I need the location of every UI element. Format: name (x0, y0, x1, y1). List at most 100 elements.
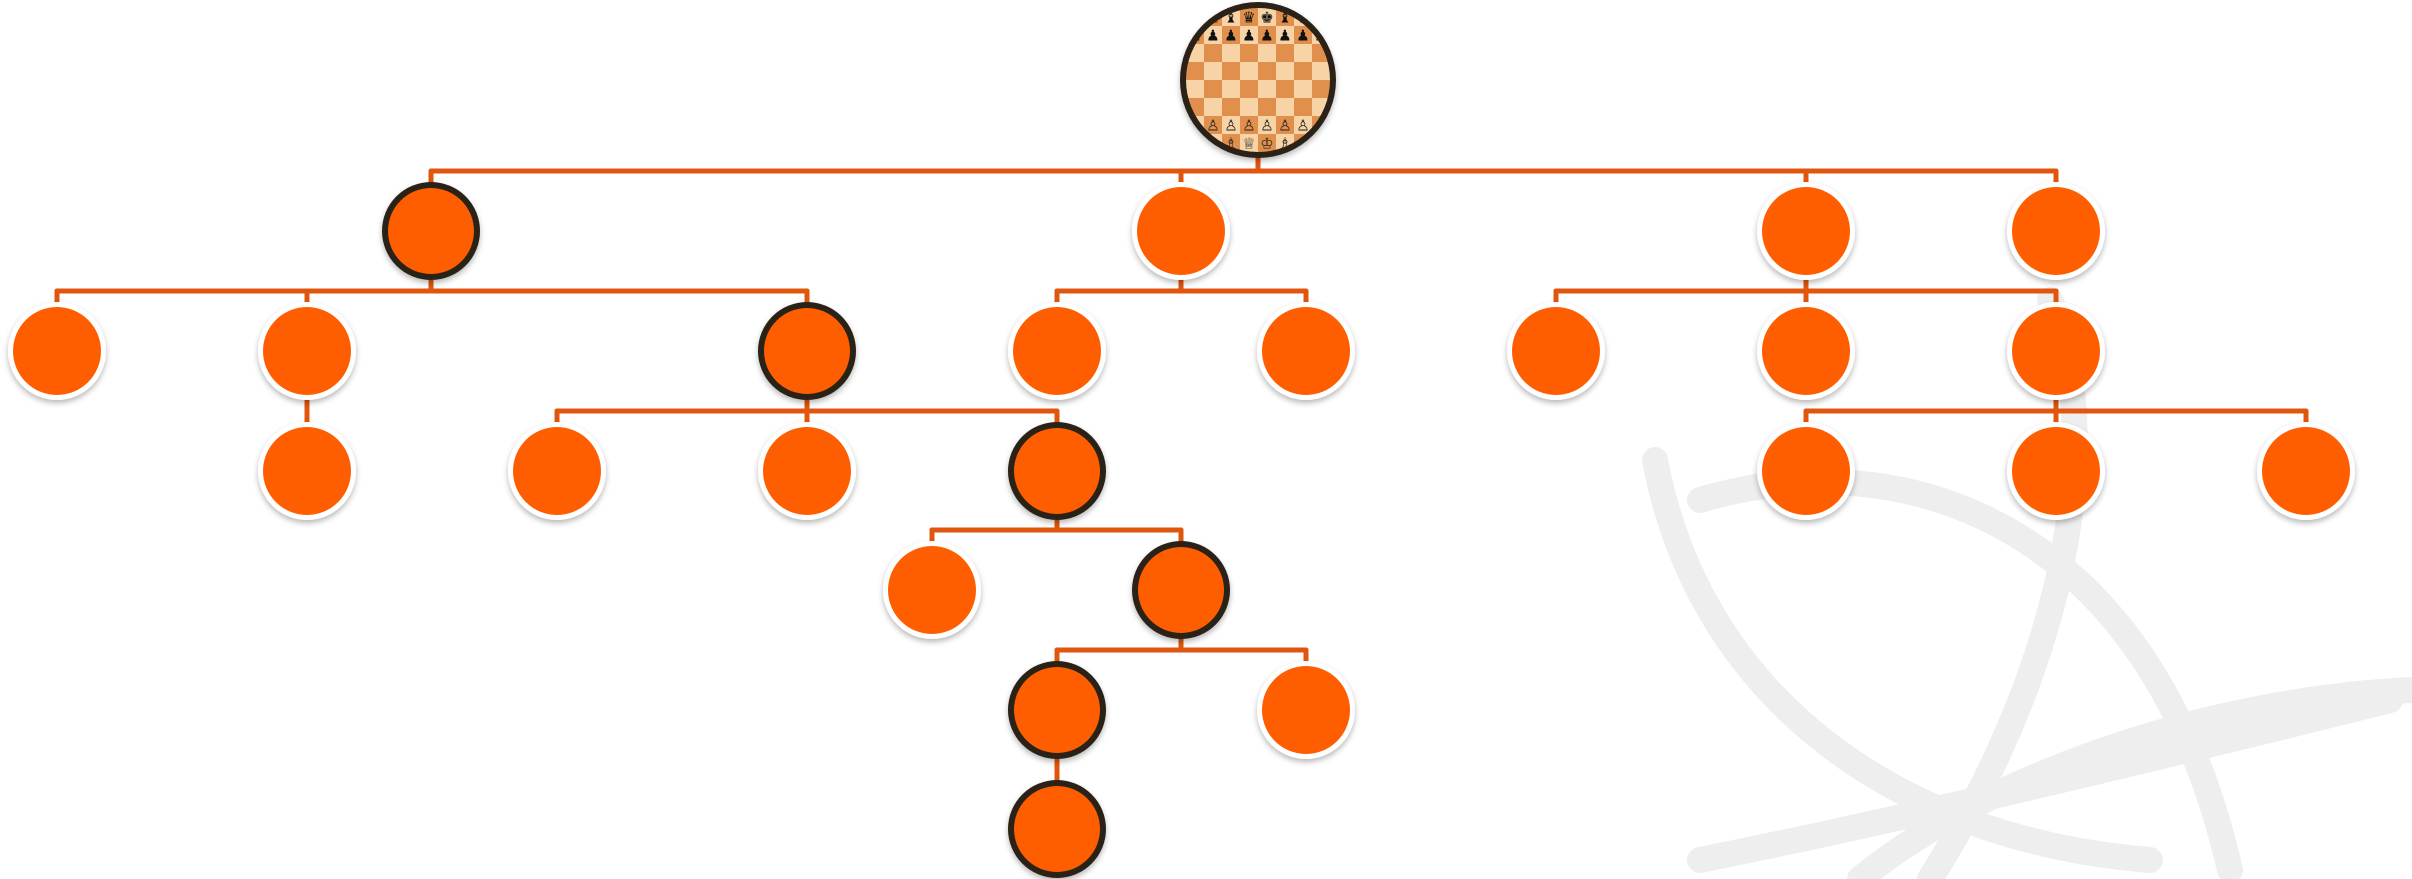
chess-piece-icon: ♟ (1224, 26, 1237, 44)
board-square (1240, 80, 1258, 98)
node-fill (513, 427, 601, 515)
board-square (1312, 134, 1330, 152)
board-square (1276, 26, 1294, 44)
tree-node (2007, 302, 2105, 400)
tree-nodes: ♜♟♙♖♞♟♙♘♝♟♙♗♛♟♙♕♚♟♙♔♝♟♙♗♞♟♙♘♜♟♙♖ (8, 2, 2355, 878)
tree-node (1757, 182, 1855, 280)
board-square (1240, 62, 1258, 80)
tree-node (2007, 422, 2105, 520)
chess-piece-icon: ♟ (1260, 26, 1273, 44)
board-square (1222, 98, 1240, 116)
chess-piece-icon: ♟ (1206, 26, 1219, 44)
board-square (1276, 80, 1294, 98)
chess-board-icon: ♜♟♙♖♞♟♙♘♝♟♙♗♛♟♙♕♚♟♙♔♝♟♙♗♞♟♙♘♜♟♙♖ (1186, 8, 1330, 152)
tree-node (1132, 182, 1230, 280)
chess-piece-icon: ♜ (1314, 8, 1327, 26)
board-square (1222, 62, 1240, 80)
tree-node (883, 541, 981, 639)
node-fill (13, 307, 101, 395)
node-fill (764, 308, 850, 394)
board-square (1258, 44, 1276, 62)
chess-piece-icon: ♙ (1296, 116, 1309, 134)
tree-node-highlighted (1008, 422, 1106, 520)
board-square (1276, 98, 1294, 116)
board-square (1186, 62, 1204, 80)
board-square (1240, 44, 1258, 62)
board-square (1240, 26, 1258, 44)
tree-node (258, 302, 356, 400)
board-square (1276, 116, 1294, 134)
chess-piece-icon: ♚ (1260, 8, 1273, 26)
node-fill (888, 546, 976, 634)
board-square (1294, 98, 1312, 116)
board-square (1222, 116, 1240, 134)
tree-node-highlighted (1008, 780, 1106, 878)
board-square (1258, 80, 1276, 98)
node-fill (1762, 427, 1850, 515)
chess-piece-icon: ♕ (1242, 134, 1255, 152)
chess-piece-icon: ♟ (1278, 26, 1291, 44)
board-square (1294, 116, 1312, 134)
board-square (1258, 134, 1276, 152)
board-square (1258, 98, 1276, 116)
board-square (1240, 8, 1258, 26)
tree-node (1507, 302, 1605, 400)
chess-piece-icon: ♛ (1242, 8, 1255, 26)
chess-piece-icon: ♙ (1278, 116, 1291, 134)
watermark-arc (1687, 687, 2403, 873)
board-square (1240, 134, 1258, 152)
chess-piece-icon: ♖ (1314, 134, 1327, 152)
node-fill (2012, 427, 2100, 515)
board-square (1294, 80, 1312, 98)
node-fill (1014, 428, 1100, 514)
board-square (1312, 8, 1330, 26)
chess-piece-icon: ♔ (1260, 134, 1273, 152)
tree-node (1757, 422, 1855, 520)
board-square (1222, 44, 1240, 62)
board-square (1294, 44, 1312, 62)
board-square (1258, 8, 1276, 26)
tree-node-highlighted (1132, 541, 1230, 639)
board-square (1294, 26, 1312, 44)
node-fill (263, 307, 351, 395)
chess-piece-icon: ♟ (1296, 26, 1309, 44)
chess-piece-icon: ♖ (1188, 134, 1201, 152)
board-square (1276, 62, 1294, 80)
board-square (1258, 62, 1276, 80)
board-square (1204, 26, 1222, 44)
node-fill (2262, 427, 2350, 515)
tree-node (1257, 302, 1355, 400)
node-fill (1013, 307, 1101, 395)
node-fill (1014, 786, 1100, 872)
tree-node (258, 422, 356, 520)
board-square (1186, 134, 1204, 152)
node-fill (1138, 547, 1224, 633)
tree-node (2007, 182, 2105, 280)
board-square (1240, 116, 1258, 134)
board-square (1204, 80, 1222, 98)
node-fill (1262, 307, 1350, 395)
board-square (1186, 8, 1204, 26)
watermark-arc (1642, 447, 2163, 873)
node-fill (263, 427, 351, 515)
board-square (1312, 62, 1330, 80)
board-square (1204, 116, 1222, 134)
tree-node (2257, 422, 2355, 520)
node-fill (1262, 666, 1350, 754)
tree-node-highlighted (1008, 661, 1106, 759)
node-fill (1762, 187, 1850, 275)
chess-piece-icon: ♟ (1242, 26, 1255, 44)
board-square (1204, 62, 1222, 80)
tree-node (758, 422, 856, 520)
board-square (1294, 62, 1312, 80)
chess-piece-icon: ♙ (1242, 116, 1255, 134)
board-square (1222, 80, 1240, 98)
board-square (1276, 44, 1294, 62)
tree-node (8, 302, 106, 400)
node-fill (2012, 307, 2100, 395)
board-square (1186, 80, 1204, 98)
board-square (1222, 26, 1240, 44)
board-square (1204, 44, 1222, 62)
